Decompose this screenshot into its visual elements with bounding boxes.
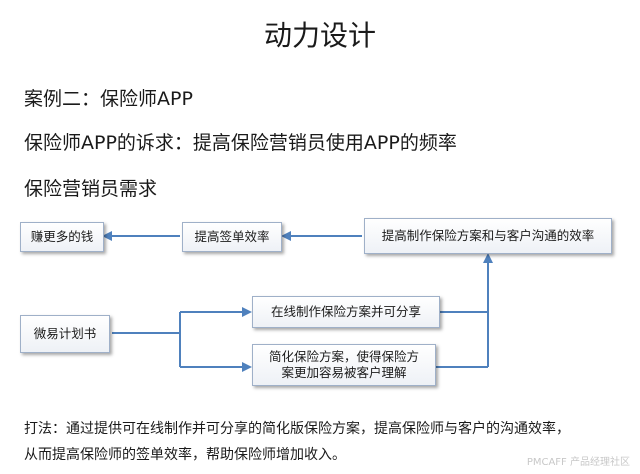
box-signing-efficiency: 提高签单效率	[182, 222, 282, 252]
footer-text: 打法：通过提供可在线制作并可分享的简化版保险方案，提高保险师与客户的沟通效率， …	[24, 416, 624, 468]
case-label: 案例二：保险师APP	[24, 88, 193, 110]
page-title: 动力设计	[263, 19, 376, 52]
box-communication-efficiency: 提高制作保险方案和与客户沟通的效率	[364, 218, 612, 254]
box-earn-more: 赚更多的钱	[20, 222, 104, 252]
box-online-share: 在线制作保险方案并可分享	[252, 296, 440, 328]
box-plan-tool: 微易计划书	[20, 315, 110, 353]
footer-line-1: 打法：通过提供可在线制作并可分享的简化版保险方案，提高保险师与客户的沟通效率，	[24, 421, 570, 437]
watermark: PMCAFF 产品经理社区	[526, 457, 630, 468]
appeal-label: 保险师APP的诉求：提高保险营销员使用APP的频率	[24, 132, 457, 154]
simplify-line-2: 案更加容易被客户理解	[281, 365, 407, 380]
simplify-line-1: 简化保险方案，使得保险方	[268, 349, 419, 364]
needs-label: 保险营销员需求	[24, 178, 158, 200]
footer-line-2: 从而提高保险师的签单效率，帮助保险师增加收入。	[24, 447, 346, 463]
box-simplify-plan: 简化保险方案，使得保险方 案更加容易被客户理解	[252, 344, 436, 386]
